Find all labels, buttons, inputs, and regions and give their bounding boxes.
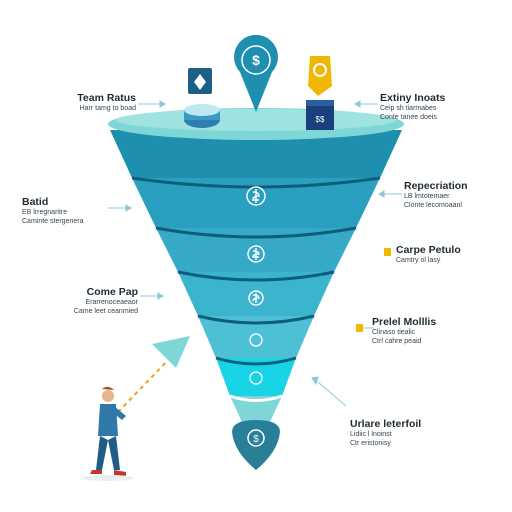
label-sub: Erarrenoceaeaor — [85, 299, 138, 306]
dollar-coin-icon — [247, 245, 265, 263]
label-mid-right-2: Carpe Petulo Camtry ol lasy — [396, 244, 496, 265]
label-top-right: Extiny Inoats Ceip sh tiarmabes Conte ta… — [380, 92, 490, 122]
label-title: Extiny Inoats — [380, 92, 446, 104]
yellow-tag-icon — [308, 56, 332, 96]
label-sub: Ctrl cahre peaid — [372, 338, 422, 345]
label-sub: Clonte lecomoaanl — [404, 202, 462, 209]
label-title: Carpe Petulo — [396, 244, 461, 256]
label-sub: Conte tanee doeis — [380, 114, 437, 121]
dollar-coin-icon — [246, 186, 266, 206]
dollar-coin-icon — [248, 290, 264, 306]
label-title: Repecriation — [404, 180, 468, 192]
label-title: Come Pap — [86, 286, 138, 298]
svg-text:$: $ — [252, 52, 260, 68]
label-sub: EB lrregnaritre — [22, 209, 68, 216]
connector-arrows — [108, 100, 402, 407]
label-lower-right: Prelel Molllis Clinaso tiealic Ctrl cahr… — [372, 316, 482, 346]
dashed-arrow — [117, 336, 190, 413]
label-sub: Came leet ceanmied — [73, 308, 138, 315]
dollar-pin-icon: $ — [233, 34, 278, 112]
label-mid-right: Repecriation LB lmtotemaer Clonte lecomo… — [404, 180, 504, 210]
label-sub: Harr tamg to boad — [79, 105, 136, 112]
label-sub: Ctr eristonisy — [350, 440, 391, 447]
dollar-drop-icon — [232, 420, 280, 470]
label-sub: Caminte stergenera — [22, 218, 84, 225]
funnel-bands — [110, 130, 402, 422]
label-title: Team Ratus — [77, 92, 136, 104]
label-bottom-right: Urlare leterfoil Lidiic l lnoinst Ctr er… — [350, 418, 460, 448]
label-title: Prelel Molllis — [372, 316, 437, 328]
gift-box-icon: $$ — [306, 100, 334, 130]
funnel-band-6 — [216, 358, 296, 396]
label-sub: Lidiic l lnoinst — [350, 431, 392, 438]
svg-text:$: $ — [253, 434, 259, 445]
dollar-coin-icon — [249, 333, 263, 347]
diamond-badge-icon — [184, 68, 220, 128]
label-top-left: Team Ratus Harr tamg to boad — [60, 92, 136, 113]
label-lower-left: Come Pap Erarrenoceaeaor Came leet ceanm… — [58, 286, 138, 316]
label-title: Batid — [22, 196, 49, 208]
svg-text:$$: $$ — [316, 115, 325, 124]
label-mid-left: Batid EB lrregnaritre Caminte stergenera — [22, 196, 108, 226]
label-sub: LB lmtotemaer — [404, 193, 450, 200]
shadow — [82, 475, 134, 481]
dollar-coin-icon — [249, 371, 263, 385]
marker-icon — [356, 324, 363, 332]
funnel-band-7 — [230, 396, 282, 422]
businessman-figure — [90, 386, 126, 476]
funnel-band-5 — [198, 316, 314, 358]
label-sub: Ceip sh tiarmabes — [380, 105, 437, 112]
funnel-band-1 — [110, 130, 402, 178]
marker-icon — [384, 248, 391, 256]
label-title: Urlare leterfoil — [350, 418, 422, 430]
label-sub: Clinaso tiealic — [372, 329, 416, 336]
label-sub: Camtry ol lasy — [396, 257, 441, 264]
